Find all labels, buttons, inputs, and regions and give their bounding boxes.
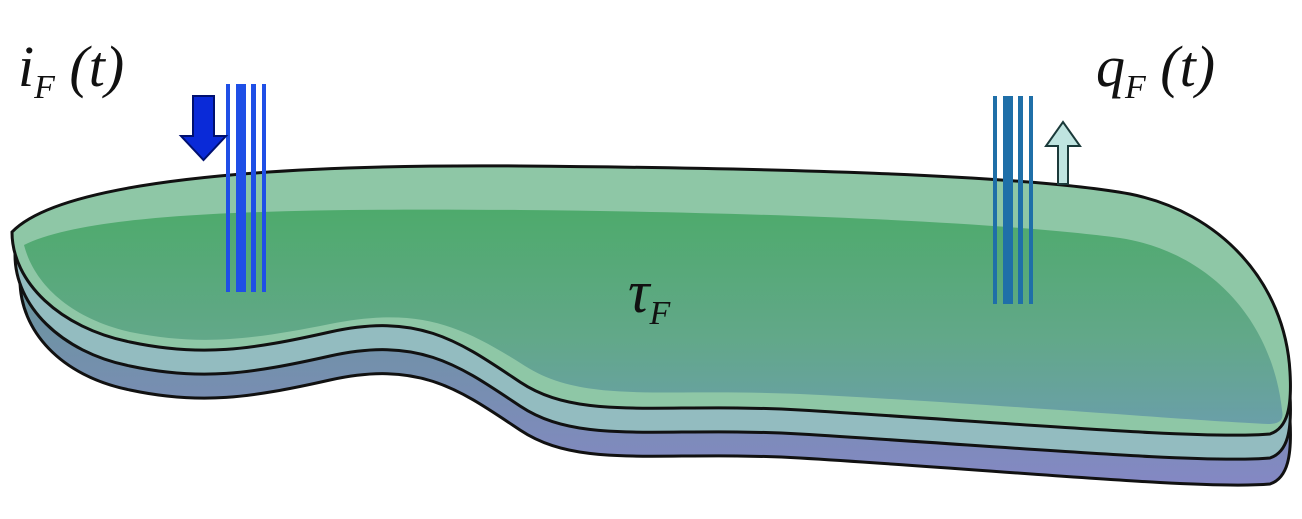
inflow-subscript: F [34,69,55,106]
arrow-down-icon [178,95,229,162]
residence-time-symbol: τ [628,259,650,325]
inflow-pipe [226,84,266,292]
arrow-up-icon [1044,120,1082,185]
residence-time-label: τF [628,259,670,331]
outflow-subscript: F [1125,69,1146,106]
outflow-label: qF (t) [1096,38,1215,105]
inflow-argument: (t) [69,34,125,99]
inflow-label: iF (t) [18,38,124,105]
outflow-pipe [993,96,1033,304]
outflow-argument: (t) [1160,34,1216,99]
residence-time-subscript: F [649,295,671,332]
inflow-symbol: i [18,34,35,99]
outflow-symbol: q [1096,34,1125,99]
water-body [24,209,1283,424]
